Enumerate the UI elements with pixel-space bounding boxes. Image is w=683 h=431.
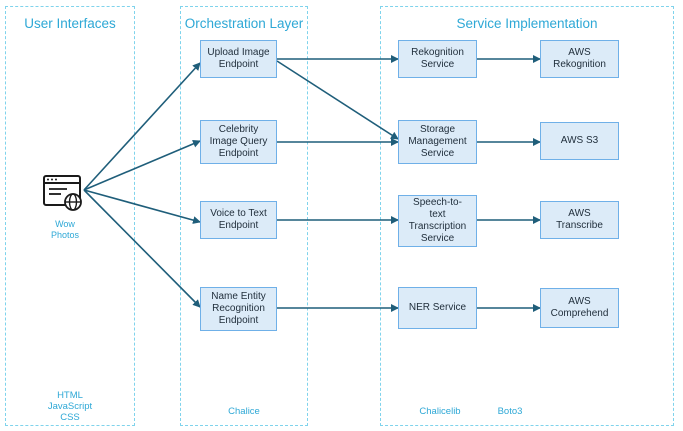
box-line: Service bbox=[420, 148, 455, 159]
box-line: Management bbox=[408, 136, 467, 147]
service-library: Chalicelib bbox=[419, 406, 461, 417]
box-line: Service bbox=[420, 233, 455, 244]
box-line: Image Query bbox=[209, 136, 268, 147]
box-line: Storage bbox=[419, 124, 456, 135]
arrow-app-to-voice bbox=[83, 189, 201, 224]
box-line: Service bbox=[420, 59, 455, 70]
box-line: Upload Image bbox=[207, 47, 270, 58]
ner-service[interactable]: NER Service bbox=[398, 287, 477, 329]
aws-s3[interactable]: AWS S3 bbox=[540, 122, 619, 160]
box-line: AWS bbox=[568, 208, 591, 219]
box-line: Rekognition bbox=[553, 59, 606, 70]
app-label: Wow Photos bbox=[40, 219, 90, 241]
box-line: Speech-to- bbox=[413, 197, 462, 208]
lane-user-interfaces: User Interfaces bbox=[5, 6, 135, 426]
lane-service-implementation: Service Implementation bbox=[380, 6, 674, 426]
box-line: Rekognition bbox=[411, 47, 464, 58]
box-line: AWS bbox=[568, 47, 591, 58]
box-line: text bbox=[429, 209, 446, 220]
arrow-app-to-upload bbox=[83, 62, 201, 191]
ui-tech-stack: HTML JavaScript CSS bbox=[30, 390, 110, 423]
box-line: Name Entity bbox=[211, 291, 266, 302]
lane-title: Service Implementation bbox=[456, 16, 598, 31]
box-line: Celebrity bbox=[218, 124, 259, 135]
box-line: Endpoint bbox=[218, 315, 259, 326]
app-label-line: Photos bbox=[50, 230, 80, 240]
box-line: Endpoint bbox=[218, 220, 259, 231]
box-line: NER Service bbox=[408, 302, 467, 313]
arrow-app-to-ner-endpoint bbox=[83, 189, 201, 308]
box-line: Voice to Text bbox=[210, 208, 267, 219]
tech-line: CSS bbox=[60, 412, 80, 423]
app-label-line: Wow bbox=[55, 219, 75, 229]
box-line: Transcribe bbox=[556, 220, 603, 231]
box-line: Comprehend bbox=[550, 308, 609, 319]
tech-line: JavaScript bbox=[47, 401, 93, 412]
service-sdk: Boto3 bbox=[497, 406, 523, 417]
box-line: Transcription bbox=[408, 221, 467, 232]
lane-title: Orchestration Layer bbox=[184, 16, 304, 31]
orchestration-framework: Chalice bbox=[228, 406, 260, 417]
box-line: Endpoint bbox=[218, 59, 259, 70]
arrow-upload-to-storage bbox=[276, 60, 399, 140]
box-line: Recognition bbox=[212, 303, 265, 314]
box-line: AWS S3 bbox=[560, 135, 599, 146]
box-line: Endpoint bbox=[218, 148, 259, 159]
box-line: AWS bbox=[568, 296, 591, 307]
tech-line: HTML bbox=[57, 390, 83, 401]
arrow-app-to-celebrity bbox=[83, 140, 201, 191]
browser-globe-icon bbox=[43, 175, 82, 211]
lane-title: User Interfaces bbox=[24, 16, 116, 31]
